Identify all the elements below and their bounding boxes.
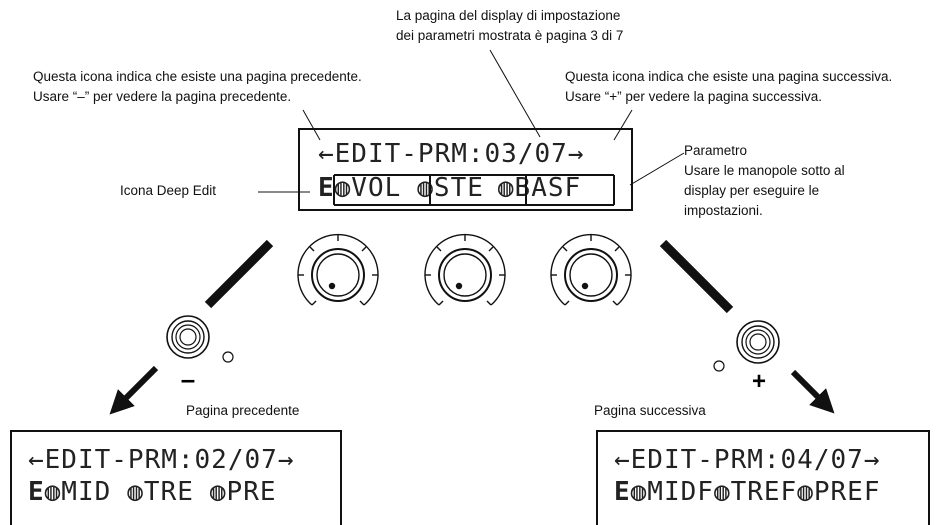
next-icon-leader [613,109,633,141]
minus-footswitch[interactable] [166,315,210,359]
prev-lcd-line2: E ◍MID ◍TRE ◍PRE [28,478,277,506]
right-connector-bar [659,239,734,314]
minus-led-icon [222,351,234,363]
prev-icon-callout: Questa icona indica che esiste una pagin… [33,67,362,107]
next-deep-edit-icon: E [614,477,631,507]
next-icon-line1: Questa icona indica che esiste una pagin… [565,69,893,84]
knob-3[interactable] [550,233,632,306]
prev-lcd-display: ←EDIT-PRM:02/07→ E ◍MID ◍TRE ◍PRE [10,430,342,525]
page-info-leader [489,49,541,138]
parameter-callout: Parametro Usare le manopole sotto al dis… [684,141,845,221]
prev-deep-edit-icon: E [28,477,45,507]
page-info-line2: dei parametri mostrata è pagina 3 di 7 [396,28,624,43]
param-basf: ◍BASF [497,173,582,203]
parameter-line1: Parametro [684,143,748,158]
param-midf: ◍MIDF [630,477,714,507]
prev-icon-line1: Questa icona indica che esiste una pagin… [33,69,362,84]
param-pre: ◍PRE [209,477,277,507]
main-lcd-line2: E ◍VOL ◍STE ◍BASF [318,174,581,202]
next-page-label: Pagina successiva [594,403,706,418]
param-ste: ◍STE [417,173,484,203]
param-tre: ◍TRE [127,477,194,507]
knob-2[interactable] [424,233,506,306]
next-lcd-line1: ←EDIT-PRM:04/07→ [614,445,881,475]
plus-footswitch[interactable] [736,320,780,364]
next-lcd-line2: E ◍MIDF ◍TREF ◍PREF [614,478,881,506]
leader-lines [258,49,685,193]
prev-icon-leader [302,109,321,141]
arrow-to-prev-page [109,365,159,415]
parameter-line2: Usare le manopole sotto al [684,163,845,178]
diagram-graphics: – + [109,49,835,415]
arrow-to-next-page [790,369,835,414]
param-mid: ◍MID [44,477,112,507]
minus-sign: – [181,364,195,394]
parameter-line4: impostazioni. [684,203,763,218]
deep-edit-callout: Icona Deep Edit [120,183,217,198]
main-lcd-line1: ←EDIT-PRM:03/07→ [318,139,585,169]
next-icon-line2: Usare “+” per vedere la pagina successiv… [565,89,823,104]
prev-page-label: Pagina precedente [186,403,300,418]
page-info-line1: La pagina del display di impostazione [396,8,621,23]
left-connector-bar [204,239,274,309]
prev-lcd-line1: ←EDIT-PRM:02/07→ [28,445,295,475]
main-lcd-display: ←EDIT-PRM:03/07→ E ◍VOL ◍STE ◍BASF [298,128,633,211]
prev-icon-line2: Usare “–” per vedere la pagina precedent… [33,89,292,104]
next-icon-callout: Questa icona indica che esiste una pagin… [565,67,892,107]
plus-sign: + [752,368,766,395]
lcd-cell-dividers [333,174,615,206]
deep-edit-icon: E [318,173,335,203]
parameter-line3: display per eseguire le [684,183,820,198]
param-tref: ◍TREF [713,477,798,507]
knob-1[interactable] [297,233,379,306]
next-lcd-display: ←EDIT-PRM:04/07→ E ◍MIDF ◍TREF ◍PREF [596,430,930,525]
page-info-callout: La pagina del display di impostazione de… [396,6,623,46]
param-pref: ◍PREF [797,477,881,507]
plus-led-icon [713,360,725,372]
parameter-leader [629,152,685,186]
param-vol: ◍VOL [334,173,402,203]
